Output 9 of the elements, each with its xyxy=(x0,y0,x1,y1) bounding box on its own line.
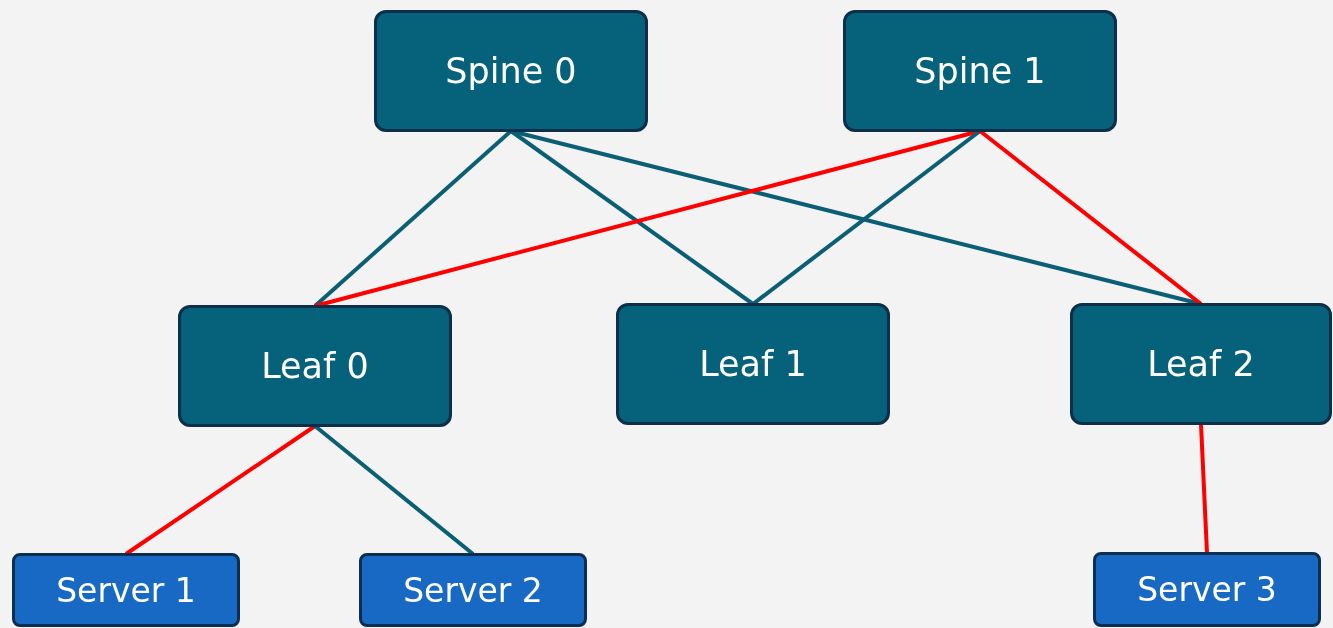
switch-box: Spine 0 xyxy=(374,10,648,132)
switch-box: Leaf 2 xyxy=(1070,303,1332,425)
server-box: Server 3 xyxy=(1093,552,1321,627)
switch-box: Leaf 1 xyxy=(616,303,890,425)
switch-box: Leaf 0 xyxy=(178,305,452,427)
server-box: Server 2 xyxy=(359,553,587,627)
switch-box: Spine 1 xyxy=(843,10,1117,132)
server-box: Server 1 xyxy=(12,553,240,627)
connection-line xyxy=(1199,423,1209,554)
